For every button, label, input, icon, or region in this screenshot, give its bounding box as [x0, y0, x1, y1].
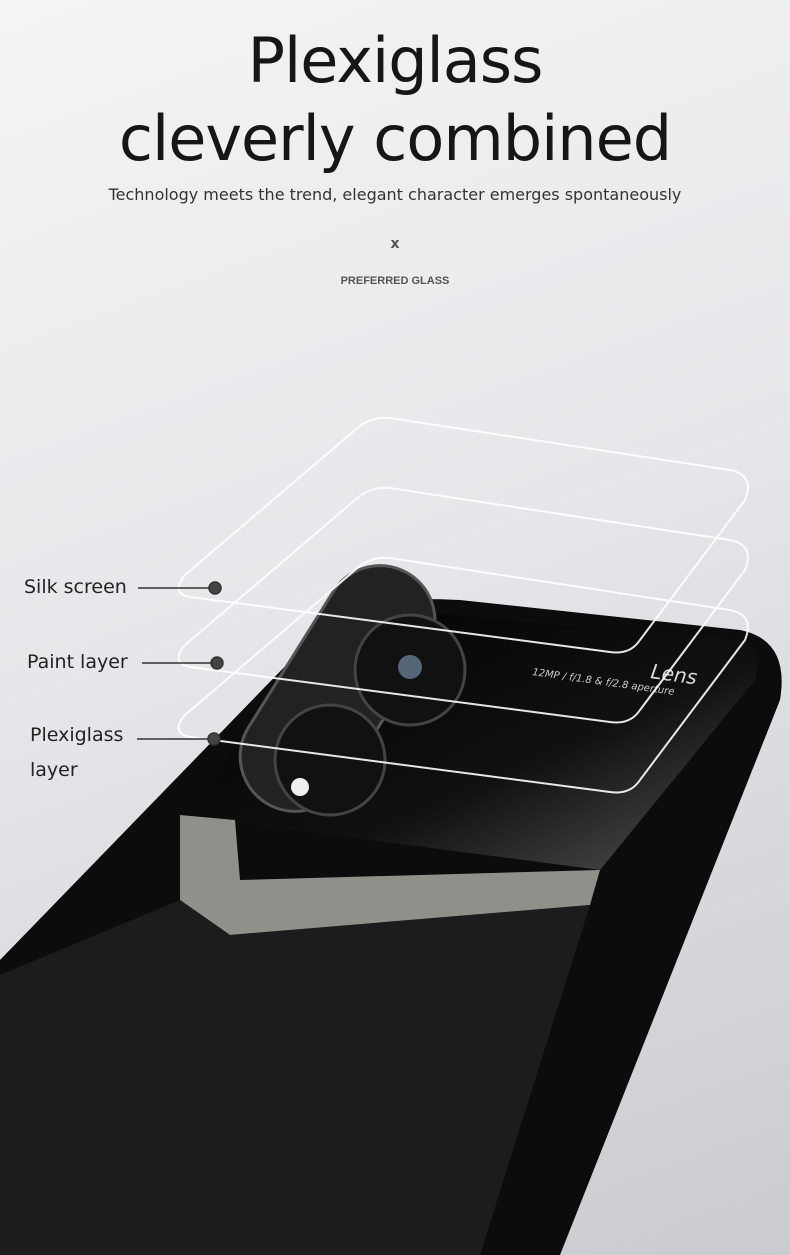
glass-layer-2 — [177, 486, 749, 724]
label-plexiglass-line2: layer — [30, 759, 78, 781]
glass-layer-1 — [177, 416, 749, 654]
tagline: PREFERRED GLASS — [340, 275, 450, 287]
separator: x — [390, 236, 400, 252]
label-plexiglass-line1: Plexiglass — [30, 724, 124, 746]
subtitle: Technology meets the trend, elegant char… — [108, 185, 682, 204]
callout-dot-paint — [210, 656, 224, 670]
headline-line-2: cleverly combined — [118, 102, 672, 175]
leather-back — [0, 900, 590, 1255]
headline-line-1: Plexiglass — [247, 24, 544, 97]
label-silk-screen: Silk screen — [24, 576, 127, 598]
label-plexiglass-layer: Plexiglass layer — [30, 718, 123, 788]
leather-stripe — [180, 815, 600, 935]
callout-dot-plexi — [207, 732, 221, 746]
label-paint-layer: Paint layer — [27, 651, 128, 673]
callout-dot-silk — [208, 581, 222, 595]
glass-layers — [177, 416, 749, 794]
glass-layer-3 — [177, 556, 749, 794]
